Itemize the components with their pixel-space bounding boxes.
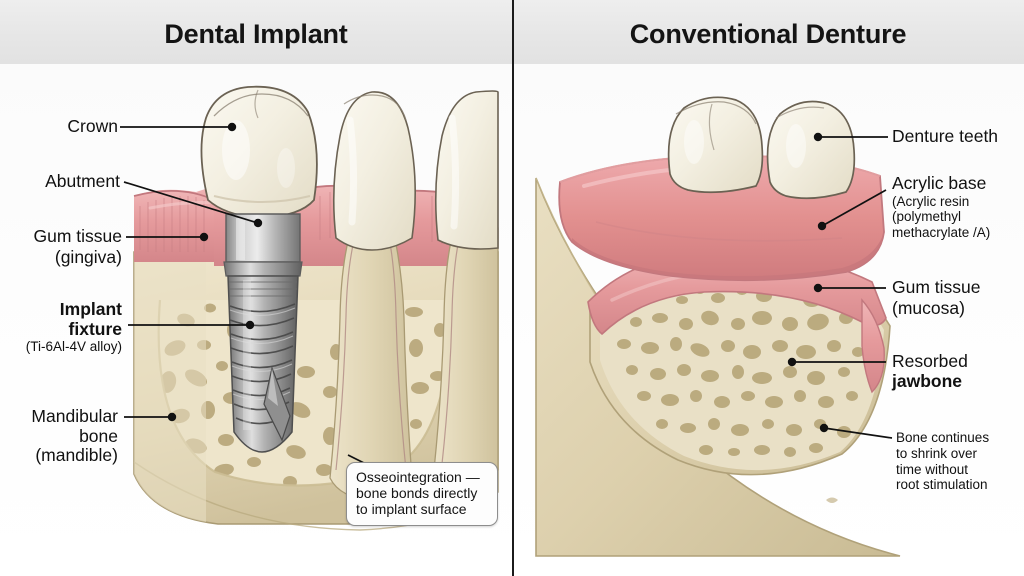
- osseointegration-line1: Osseointegration —: [356, 469, 480, 485]
- label-gum-tissue-gingiva: Gum tissue (gingiva): [0, 226, 123, 267]
- bone-shrink-note-line4: root stimulation: [896, 477, 988, 493]
- label-mandibular-bone: Mandibular bone (mandible): [0, 406, 118, 466]
- bone-shrink-note-line3: time without: [896, 461, 969, 477]
- label-gum-tissue-main: Gum tissue: [33, 226, 123, 246]
- natural-tooth-2: [433, 90, 499, 493]
- label-acrylic-base-sub1: (Acrylic resin: [892, 193, 970, 209]
- osseointegration-callout: Osseointegration — bone bonds directly t…: [346, 462, 498, 526]
- label-denture-teeth: Denture teeth: [892, 126, 1024, 147]
- bone-shrink-note-line1: Bone continues: [896, 430, 990, 445]
- label-mandibular-bone-line2: bone: [79, 425, 118, 446]
- label-crown: Crown: [0, 116, 118, 137]
- right-panel-title: Conventional Denture: [629, 19, 907, 49]
- label-implant-fixture-sub: (Ti-6Al-4V alloy): [25, 339, 122, 354]
- bone-shrink-note-line2: to shrink over: [896, 445, 978, 461]
- label-acrylic-base-main: Acrylic base: [892, 173, 987, 193]
- denture-teeth: [667, 96, 856, 200]
- implant-fixture: [227, 275, 299, 453]
- label-implant-fixture-line1: Implant: [59, 299, 122, 319]
- label-gum-tissue-mucosa: Gum tissue (mucosa): [892, 277, 1024, 318]
- label-gum-mucosa-sub: (mucosa): [892, 297, 965, 318]
- label-abutment-text: Abutment: [45, 171, 120, 191]
- label-acrylic-base-sub3: methacrylate /A): [892, 224, 991, 240]
- implant-crown: [200, 85, 318, 219]
- label-implant-fixture: Implant fixture (Ti-6Al-4V alloy): [0, 299, 122, 355]
- label-resorbed-line1: Resorbed: [892, 351, 968, 371]
- label-resorbed-line2: jawbone: [892, 370, 963, 391]
- label-gum-mucosa-main: Gum tissue: [892, 277, 981, 297]
- bone-shrink-note: Bone continues to shrink over time witho…: [896, 430, 1024, 493]
- natural-tooth-1: [329, 91, 416, 501]
- label-acrylic-base-sub2: (polymethyl: [892, 209, 962, 224]
- label-abutment: Abutment: [0, 171, 120, 192]
- right-panel-art: [535, 96, 901, 557]
- label-implant-fixture-line2: fixture: [68, 318, 122, 339]
- left-panel-art: [133, 85, 499, 531]
- osseointegration-line2: bone bonds directly: [356, 485, 478, 502]
- implant-abutment: [223, 213, 303, 277]
- panel-divider: [512, 0, 514, 576]
- left-panel-title: Dental Implant: [164, 19, 348, 49]
- label-crown-text: Crown: [67, 116, 118, 136]
- label-mandibular-bone-sub: (mandible): [35, 445, 118, 465]
- label-denture-teeth-text: Denture teeth: [892, 126, 999, 146]
- osseointegration-line3: to implant surface: [356, 501, 467, 518]
- label-mandibular-bone-line1: Mandibular: [31, 406, 118, 426]
- label-resorbed-jawbone: Resorbed jawbone: [892, 351, 1024, 391]
- label-acrylic-base: Acrylic base (Acrylic resin (polymethyl …: [892, 173, 1024, 240]
- label-gum-tissue-sub: (gingiva): [54, 246, 122, 267]
